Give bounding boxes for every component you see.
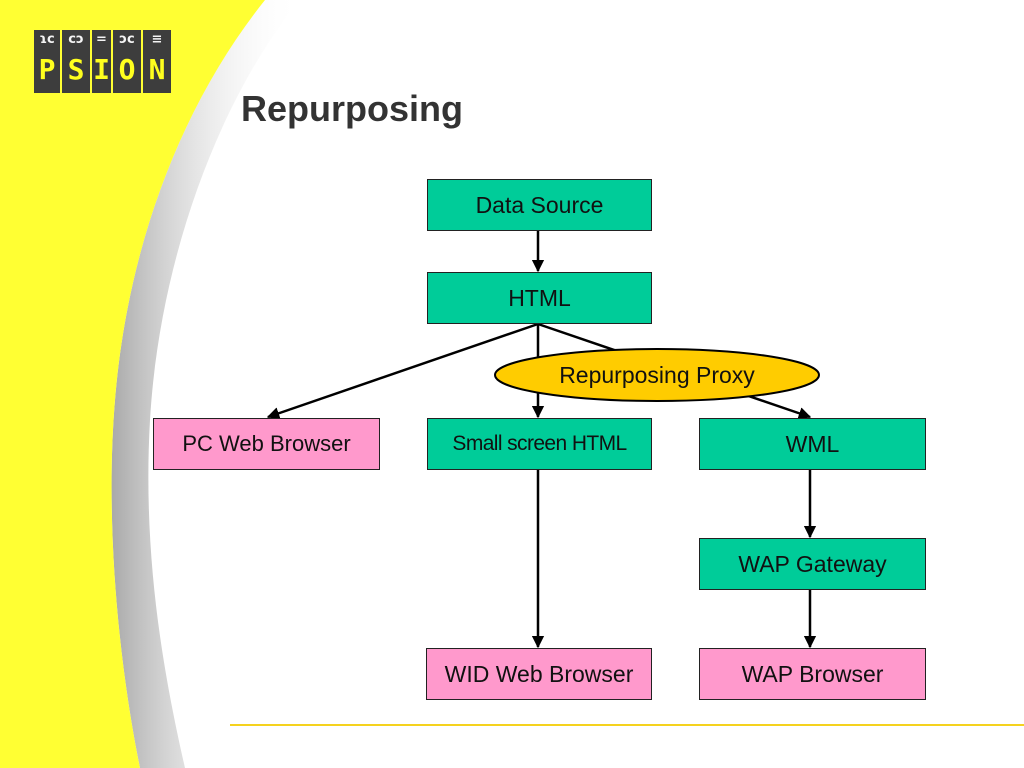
node-data-source: Data Source xyxy=(427,179,652,231)
logo-glyph-icon: ↄc xyxy=(119,32,135,47)
logo-glyph-icon: cↄ xyxy=(68,32,84,47)
logo-letter: S xyxy=(67,53,85,86)
repurposing-proxy-label: Repurposing Proxy xyxy=(559,361,755,388)
node-pc-web-browser: PC Web Browser xyxy=(153,418,380,470)
logo-letter: O xyxy=(118,53,136,86)
slide-title: Repurposing xyxy=(241,88,463,129)
node-wap-browser: WAP Browser xyxy=(699,648,926,700)
repurposing-proxy-shape xyxy=(494,348,820,402)
logo-cell-s: cↄ S xyxy=(62,30,90,93)
logo-glyph-icon: = xyxy=(96,32,107,47)
logo-letter: P xyxy=(38,53,56,86)
logo-cell-n: ≡ N xyxy=(143,30,171,93)
node-wap-gateway: WAP Gateway xyxy=(699,538,926,590)
node-html: HTML xyxy=(427,272,652,324)
logo-glyph-icon: ɿc xyxy=(39,32,55,47)
logo-letter: N xyxy=(148,53,166,86)
footer-divider xyxy=(230,724,1024,726)
node-small-screen-html: Small screen HTML xyxy=(427,418,652,470)
psion-logo: ɿc P cↄ S = I ↄc O ≡ N xyxy=(34,30,171,93)
edge-html-pcbrowser xyxy=(266,322,539,420)
logo-cell-o: ↄc O xyxy=(113,30,141,93)
node-wml: WML xyxy=(699,418,926,470)
logo-cell-i: = I xyxy=(92,30,111,93)
logo-glyph-icon: ≡ xyxy=(151,32,163,47)
swoosh-shadow xyxy=(111,0,300,768)
swoosh-yellow xyxy=(0,0,265,768)
logo-cell-p: ɿc P xyxy=(34,30,60,93)
logo-letter: I xyxy=(93,53,110,86)
node-wid-web-browser: WID Web Browser xyxy=(426,648,652,700)
